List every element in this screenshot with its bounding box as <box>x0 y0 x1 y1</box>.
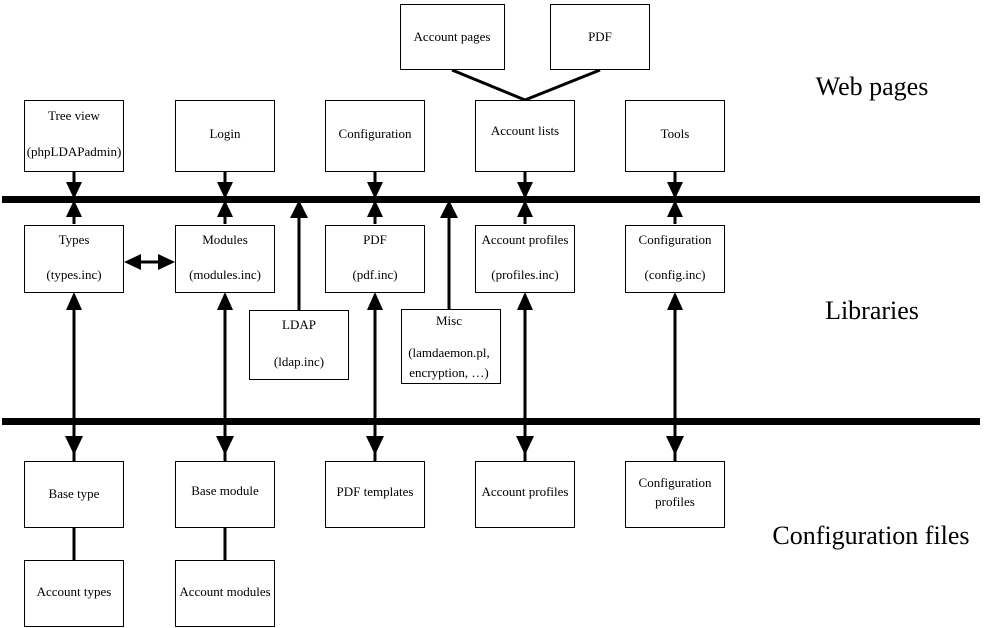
node-account-profiles-lib-label: Account profiles <box>481 232 568 247</box>
connector-account-pages-to-account-lists <box>451 68 526 102</box>
node-configuration-profiles[interactable]: Configuration profiles <box>625 461 725 528</box>
node-types-lib[interactable]: Types (types.inc) <box>24 225 124 293</box>
node-account-modules[interactable]: Account modules <box>175 560 275 627</box>
node-misc-lib-sublabel-2: encryption, …) <box>409 365 488 380</box>
node-account-types-label: Account types <box>37 584 112 599</box>
node-base-module-label: Base module <box>191 483 259 498</box>
node-pdf-templates[interactable]: PDF templates <box>325 461 425 528</box>
node-tools[interactable]: Tools <box>625 100 725 172</box>
connector-misc-to-web-bar <box>440 200 458 309</box>
node-configuration-profiles-label-1: Configuration <box>639 475 712 490</box>
section-label-libraries: Libraries <box>825 296 919 325</box>
connector-ldap-to-web-bar <box>290 200 308 310</box>
node-ldap-lib-sublabel: (ldap.inc) <box>274 354 324 369</box>
node-base-module[interactable]: Base module <box>175 461 275 528</box>
node-misc-lib-label: Misc <box>436 313 462 328</box>
arrow-bar-to-base-type <box>65 436 83 455</box>
node-tree-view-sublabel: (phpLDAPadmin) <box>27 144 122 159</box>
node-pdf-page-label: PDF <box>588 29 612 44</box>
node-tree-view[interactable]: Tree view (phpLDAPadmin) <box>24 100 124 172</box>
arrow-bar-to-base-module <box>216 436 234 455</box>
arrow-bar-to-pdf-templates <box>366 436 384 455</box>
node-pdf-templates-label: PDF templates <box>337 484 414 499</box>
node-configuration-lib-sublabel: (config.inc) <box>644 267 705 282</box>
connector-pdf-templates-to-pdf-lib <box>367 292 383 461</box>
section-label-web-pages: Web pages <box>816 72 929 101</box>
node-account-profiles-lib[interactable]: Account profiles (profiles.inc) <box>475 225 575 293</box>
node-pdf-lib[interactable]: PDF (pdf.inc) <box>325 225 425 293</box>
connector-base-module-to-modules-lib <box>217 292 233 461</box>
node-account-profiles-files[interactable]: Account profiles <box>475 461 575 528</box>
node-modules-lib[interactable]: Modules (modules.inc) <box>175 225 275 293</box>
node-ldap-lib-label: LDAP <box>282 317 316 332</box>
arrow-bar-to-configuration-profiles <box>666 436 684 455</box>
node-account-profiles-files-label: Account profiles <box>481 484 568 499</box>
connector-base-type-to-types-lib <box>66 292 82 461</box>
node-misc-lib[interactable]: Misc (lamdaemon.pl, encryption, …) <box>401 309 501 384</box>
node-misc-lib-sublabel-1: (lamdaemon.pl, <box>408 345 490 360</box>
node-modules-lib-sublabel: (modules.inc) <box>189 267 261 282</box>
node-base-type-label: Base type <box>49 486 100 501</box>
node-configuration-lib[interactable]: Configuration (config.inc) <box>625 225 725 293</box>
node-configuration-page[interactable]: Configuration <box>325 100 425 172</box>
connector-account-profiles-files-to-lib <box>517 292 533 461</box>
node-pdf-lib-sublabel: (pdf.inc) <box>352 267 397 282</box>
node-account-profiles-lib-sublabel: (profiles.inc) <box>491 267 559 282</box>
node-account-pages-label: Account pages <box>414 29 491 44</box>
node-tools-label: Tools <box>661 126 690 141</box>
arrow-bar-to-account-profiles-files <box>516 436 534 455</box>
node-configuration-page-label: Configuration <box>339 126 412 141</box>
node-account-pages[interactable]: Account pages <box>400 4 505 70</box>
connector-pdf-to-account-lists <box>524 68 601 102</box>
node-configuration-lib-label: Configuration <box>639 232 712 247</box>
node-account-modules-label: Account modules <box>179 584 270 599</box>
node-configuration-profiles-label-2: profiles <box>655 494 695 509</box>
node-login[interactable]: Login <box>175 100 275 172</box>
node-account-types[interactable]: Account types <box>24 560 124 627</box>
connector-types-to-modules <box>124 254 175 270</box>
node-account-lists-label: Account lists <box>491 123 559 138</box>
node-ldap-lib[interactable]: LDAP (ldap.inc) <box>249 310 349 380</box>
node-pdf-page[interactable]: PDF <box>550 4 650 70</box>
connector-configuration-profiles-to-lib <box>667 292 683 461</box>
node-pdf-lib-label: PDF <box>363 232 387 247</box>
node-account-lists[interactable]: Account lists <box>475 100 575 172</box>
node-login-label: Login <box>209 126 241 141</box>
node-types-lib-sublabel: (types.inc) <box>46 267 101 282</box>
node-tree-view-label: Tree view <box>48 108 100 123</box>
node-base-type[interactable]: Base type <box>24 461 124 528</box>
section-label-configuration-files: Configuration files <box>772 521 969 550</box>
node-modules-lib-label: Modules <box>202 232 248 247</box>
node-types-lib-label: Types <box>59 232 90 247</box>
